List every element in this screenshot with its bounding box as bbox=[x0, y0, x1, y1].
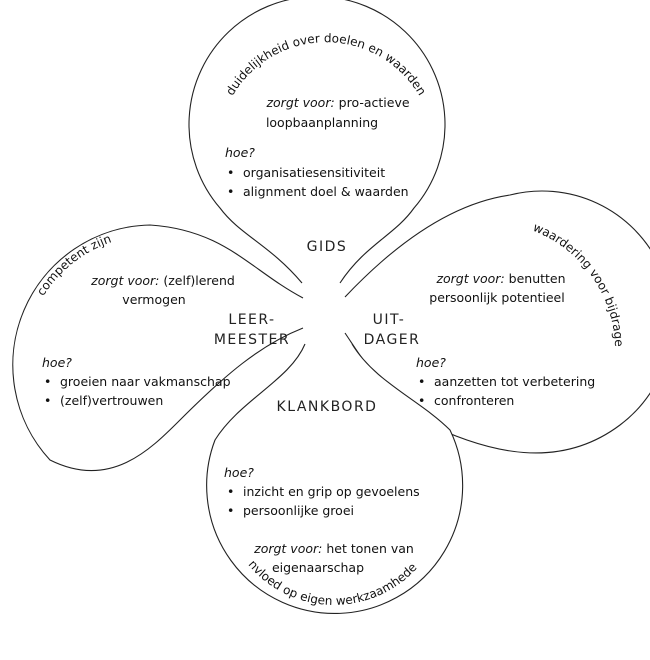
klankbord-bullet-2: persoonlijke groei bbox=[243, 503, 354, 518]
role-label-leermeester-line1: LEER- bbox=[228, 312, 275, 328]
uitdager-zorgt-voor: zorgt voor: benutten bbox=[435, 271, 565, 286]
petal-gids bbox=[188, 0, 446, 284]
gids-hoe-label: hoe? bbox=[225, 145, 255, 160]
role-label-leermeester-line2: MEESTER bbox=[214, 332, 290, 348]
uitdager-bullet-1: aanzetten tot verbetering bbox=[434, 374, 595, 389]
bullet-icon: • bbox=[227, 484, 234, 499]
gids-bullet-2: alignment doel & waarden bbox=[243, 184, 409, 199]
bullet-icon: • bbox=[227, 503, 234, 518]
leermeester-bullet-1: groeien naar vakmanschap bbox=[60, 374, 231, 389]
role-label-gids: GIDS bbox=[307, 239, 348, 255]
leermeester-hoe-label: hoe? bbox=[42, 355, 72, 370]
leermeester-zorgt-voor-line2: vermogen bbox=[122, 292, 185, 307]
role-label-uitdager-line1: UIT- bbox=[373, 312, 406, 328]
gids-bullet-1: organisatiesensitiviteit bbox=[243, 165, 385, 180]
bullet-icon: • bbox=[227, 165, 234, 180]
petal-klankbord bbox=[206, 343, 464, 614]
klankbord-bullet-1: inzicht en grip op gevoelens bbox=[243, 484, 420, 499]
uitdager-hoe-label: hoe? bbox=[416, 355, 446, 370]
klankbord-hoe-label: hoe? bbox=[224, 465, 254, 480]
bullet-icon: • bbox=[418, 393, 425, 408]
uitdager-bullet-2: confronteren bbox=[434, 393, 514, 408]
petal-leermeester bbox=[12, 224, 304, 472]
role-label-klankbord: KLANKBORD bbox=[277, 399, 378, 415]
gids-zorgt-voor: zorgt voor: pro-actieve bbox=[265, 95, 409, 110]
bullet-icon: • bbox=[44, 393, 51, 408]
gids-zorgt-voor-line2: loopbaanplanning bbox=[266, 115, 378, 130]
bullet-icon: • bbox=[227, 184, 234, 199]
role-label-uitdager-line2: DAGER bbox=[364, 332, 421, 348]
leermeester-bullet-2: (zelf)vertrouwen bbox=[60, 393, 163, 408]
uitdager-zorgt-voor-line2: persoonlijk potentieel bbox=[429, 290, 564, 305]
bullet-icon: • bbox=[44, 374, 51, 389]
bullet-icon: • bbox=[418, 374, 425, 389]
leermeester-zorgt-voor: zorgt voor: (zelf)lerend bbox=[90, 273, 235, 288]
klankbord-zorgt-voor: zorgt voor: het tonen van bbox=[253, 541, 414, 556]
klankbord-zorgt-voor-line2: eigenaarschap bbox=[272, 560, 364, 575]
